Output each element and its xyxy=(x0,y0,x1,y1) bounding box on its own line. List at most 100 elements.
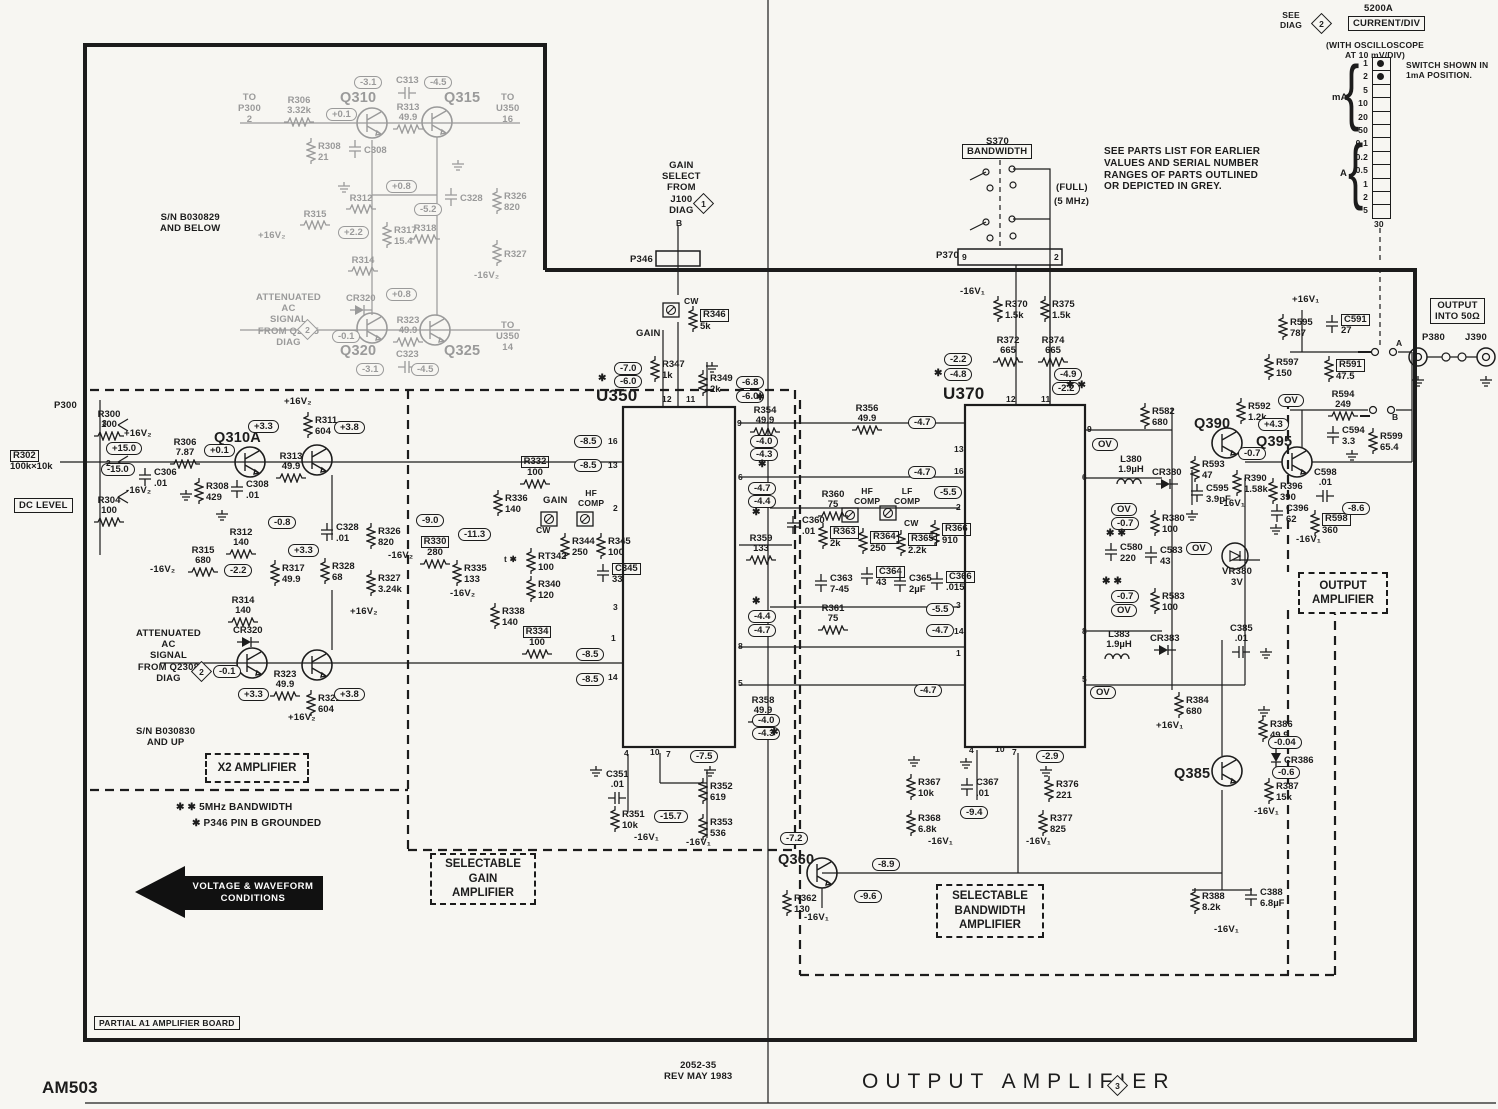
component-cr320: CR320 xyxy=(233,625,263,652)
region-label-box: X2 AMPLIFIER xyxy=(205,753,309,783)
text-label: -16V₂ xyxy=(450,588,476,599)
text-label: 7 xyxy=(666,749,671,759)
voltage-callout: -15.7 xyxy=(654,810,688,823)
text-label: 12 xyxy=(1006,394,1016,404)
component-symbol-icon xyxy=(1257,716,1269,745)
switch-position-cell[interactable] xyxy=(1372,204,1391,220)
text-label: 2 xyxy=(1054,252,1059,262)
component-symbol-icon xyxy=(1316,489,1335,506)
grey-circuit xyxy=(240,106,520,346)
component-c328: C328 xyxy=(444,188,483,209)
voltage-callout: -8.5 xyxy=(574,435,603,448)
text-label: SWITCH SHOWN IN 1mA POSITION. xyxy=(1406,60,1489,81)
text-label: ATTENUATED AC SIGNAL FROM Q2305 DIAG xyxy=(256,292,321,348)
voltage-callout: -3.1 xyxy=(354,76,383,89)
text-label: -16V₂ xyxy=(474,270,500,281)
text-label: 10 xyxy=(995,744,1005,754)
component-symbol-icon xyxy=(893,574,907,595)
region-label-box: SELECTABLE BANDWIDTH AMPLIFIER xyxy=(936,884,1044,938)
component-symbol-icon xyxy=(929,520,941,549)
component-symbol-icon xyxy=(1263,778,1275,807)
component-symbol-icon xyxy=(381,222,393,251)
voltage-callout: +3.8 xyxy=(334,421,365,434)
text-label: 4 xyxy=(624,748,629,758)
switch-position-label: 5 xyxy=(1363,84,1368,95)
text-label: ✱ xyxy=(752,596,761,607)
text-label: GAIN SELECT FROM J100 DIAG xyxy=(662,160,701,216)
component-c598: C598.01 xyxy=(1314,467,1337,506)
text-label: 5 xyxy=(738,678,743,688)
component-symbol-icon xyxy=(1116,476,1146,489)
component-symbol-icon xyxy=(1144,546,1158,567)
text-label: 11 xyxy=(1041,394,1051,404)
text-label: 13 xyxy=(954,444,964,454)
component-symbol-icon xyxy=(687,306,699,335)
voltage-callout: +2.2 xyxy=(338,226,369,239)
text-label: ✱ xyxy=(770,727,779,738)
text-label: +16V₁ xyxy=(1156,720,1184,731)
text-label: +16V₂ xyxy=(288,712,316,723)
text-label: P346 xyxy=(630,254,653,265)
text-label: +16V₂ xyxy=(350,606,378,617)
component-symbol-icon xyxy=(188,566,218,580)
voltage-callout: +3.3 xyxy=(248,420,279,433)
component-symbol-icon xyxy=(398,86,417,103)
text-label: 3 xyxy=(613,602,618,612)
text-label: 2 xyxy=(106,458,111,468)
text-label: 9 xyxy=(1087,424,1092,434)
component-symbol-icon xyxy=(230,480,244,501)
component-symbol-icon xyxy=(993,356,1023,370)
voltage-callout: -8.5 xyxy=(574,459,603,472)
switch-position-label: 50 xyxy=(1358,125,1368,135)
switch-position-label: 0.2 xyxy=(1355,151,1368,162)
component-symbol-icon xyxy=(1263,354,1275,383)
component-r312: R312 xyxy=(346,193,376,218)
voltage-callout: -4.9 xyxy=(1054,368,1083,381)
component-c323: C323 xyxy=(396,349,419,378)
component-symbol-icon xyxy=(1277,314,1289,343)
voltage-callout: -4.0 xyxy=(750,435,779,448)
voltage-callout: -11.3 xyxy=(458,528,492,541)
text-label: CW xyxy=(904,518,919,528)
text-label: -16V₁ xyxy=(1296,534,1321,545)
voltage-callout: -0.7 xyxy=(1238,447,1267,460)
switch-position-label: 0.5 xyxy=(1355,165,1368,176)
voltage-callout: -9.4 xyxy=(960,806,989,819)
component-r314: R314 xyxy=(348,255,378,280)
component-symbol-icon xyxy=(236,636,259,651)
component-symbol-icon xyxy=(1104,651,1134,664)
switch-selected-dot xyxy=(1377,60,1384,67)
component-symbol-icon xyxy=(269,560,281,589)
component-symbol-icon xyxy=(746,554,776,568)
component-symbol-icon xyxy=(1244,888,1258,909)
component-c328: C328.01 xyxy=(320,522,359,544)
text-label: Q360 xyxy=(778,852,815,868)
voltage-callout: +0.1 xyxy=(326,108,357,121)
component-symbol-icon xyxy=(1326,426,1340,447)
text-label: ✱ P346 PIN B GROUNDED xyxy=(192,818,322,829)
text-label: P300 xyxy=(54,400,77,411)
component-symbol-icon xyxy=(525,576,537,605)
text-label: S370 xyxy=(986,136,1009,147)
text-label: 8 xyxy=(1082,626,1087,636)
text-label: VR380 3V xyxy=(1222,566,1253,589)
text-label: ✱ ✱ xyxy=(1106,528,1127,539)
text-label: TO U350 16 xyxy=(496,92,520,126)
switch-position-label: 2 xyxy=(1363,192,1368,202)
voltage-callout: +3.3 xyxy=(288,544,319,557)
